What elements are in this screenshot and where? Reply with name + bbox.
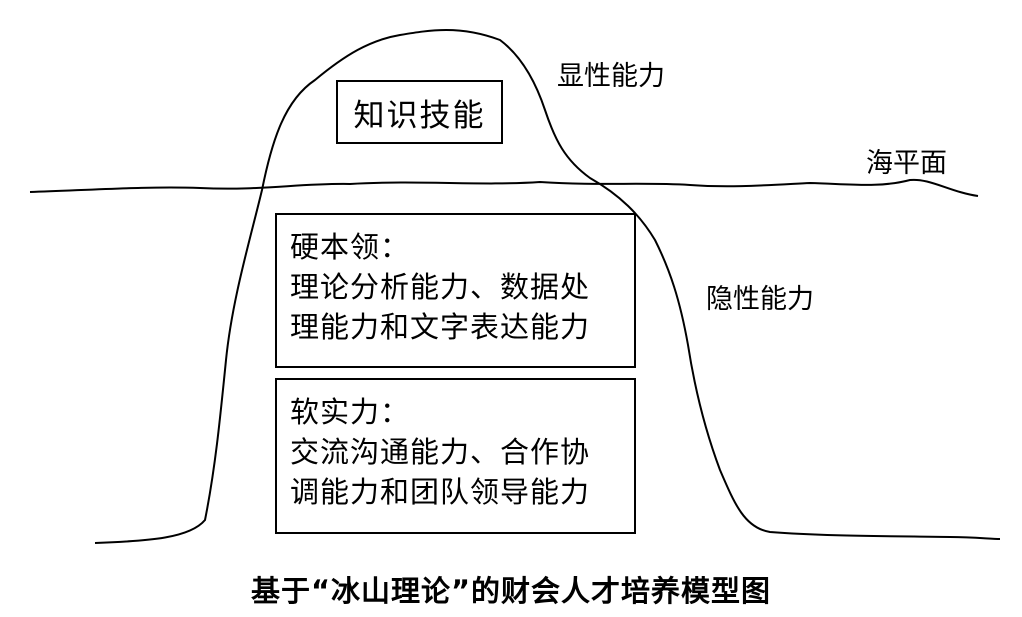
- soft-skills-box: 软实力： 交流沟通能力、合作协 调能力和团队领导能力: [275, 378, 636, 534]
- diagram-caption: 基于“冰山理论”的财会人才培养模型图: [250, 574, 772, 608]
- knowledge-skills-text: 知识技能: [353, 97, 486, 134]
- soft-skills-line-2: 调能力和团队领导能力: [290, 475, 591, 509]
- iceberg-outline: [94, 29, 1001, 544]
- visible-ability-label: 显性能力: [557, 61, 665, 92]
- knowledge-skills-box: 知识技能: [336, 80, 503, 144]
- soft-skills-title: 软实力：: [290, 395, 411, 429]
- hidden-ability-label: 隐性能力: [706, 284, 814, 315]
- hard-skills-title: 硬本领：: [290, 230, 411, 264]
- hard-skills-box: 硬本领： 理论分析能力、数据处 理能力和文字表达能力: [275, 213, 636, 368]
- soft-skills-line-1: 交流沟通能力、合作协: [290, 435, 591, 469]
- hard-skills-line-2: 理能力和文字表达能力: [290, 310, 591, 344]
- sea-level-label: 海平面: [866, 148, 947, 179]
- hard-skills-line-1: 理论分析能力、数据处: [290, 270, 591, 304]
- sea-level-line: [29, 178, 979, 197]
